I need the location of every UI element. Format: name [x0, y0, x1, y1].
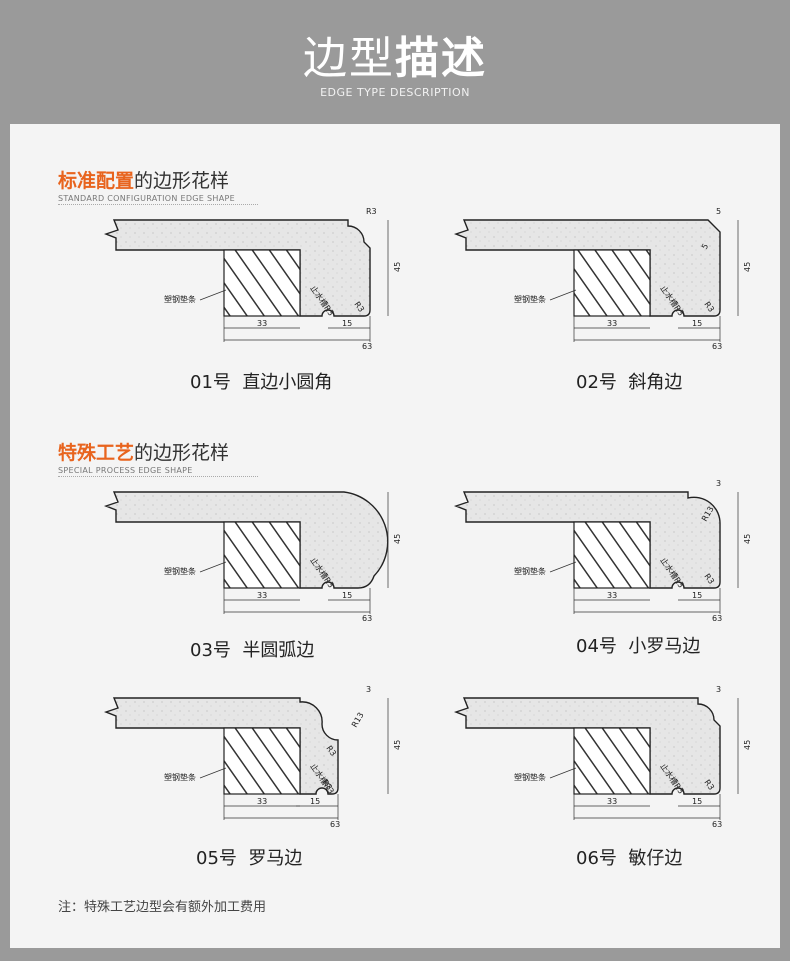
dim-33: 33 — [257, 319, 267, 328]
dim-15: 15 — [342, 319, 352, 328]
dim-45: 45 — [393, 740, 402, 750]
pad-leader — [549, 289, 577, 301]
dim-63: 63 — [330, 820, 340, 829]
pad-leader — [199, 767, 227, 779]
edge-profile-diagram: 塑钢垫条止水槽R333631545R3R3 — [103, 207, 402, 351]
pad-leader — [549, 561, 577, 573]
stone-profile — [103, 219, 371, 317]
radius-top: R3 — [366, 207, 377, 216]
radius-top: 3 — [366, 685, 371, 694]
edge-profile-diagram: 塑钢垫条止水槽R3336315453R13R3 — [453, 479, 752, 623]
stone-profile — [453, 697, 721, 795]
stone-profile — [103, 491, 389, 589]
steel-pad — [573, 521, 651, 589]
dim-45: 45 — [743, 740, 752, 750]
radius-top-b: R13 — [350, 711, 366, 729]
page-header: 边型描述 EDGE TYPE DESCRIPTION — [0, 0, 790, 122]
edge-label-03: 03号 半圆弧边 — [190, 640, 315, 661]
section-special-heading: 特殊工艺的边形花样 SPECIAL PROCESS EDGE SHAPE — [58, 438, 258, 477]
dim-15: 15 — [692, 797, 702, 806]
pad-label: 塑钢垫条 — [164, 294, 196, 304]
content-card: 标准配置的边形花样 STANDARD CONFIGURATION EDGE SH… — [10, 124, 780, 948]
footer-note: 注：特殊工艺边型会有额外加工费用 — [58, 900, 267, 915]
dim-63: 63 — [712, 614, 722, 623]
edge-profile-diagram: 塑钢垫条止水槽R3336315453R13R3R3 — [103, 685, 402, 829]
section-en: STANDARD CONFIGURATION EDGE SHAPE — [58, 194, 235, 203]
pad-leader — [199, 289, 227, 301]
dim-45: 45 — [393, 262, 402, 272]
pad-label: 塑钢垫条 — [514, 772, 546, 782]
dim-63: 63 — [362, 342, 372, 351]
dim-33: 33 — [257, 591, 267, 600]
dim-63: 63 — [362, 614, 372, 623]
section-standard-heading: 标准配置的边形花样 STANDARD CONFIGURATION EDGE SH… — [58, 166, 258, 205]
pad-label: 塑钢垫条 — [164, 566, 196, 576]
edge-label-01: 01号 直边小圆角 — [190, 372, 333, 393]
dim-63: 63 — [712, 342, 722, 351]
section-en: SPECIAL PROCESS EDGE SHAPE — [58, 466, 193, 475]
dim-15: 15 — [310, 797, 320, 806]
radius-top-b: 5 — [700, 242, 710, 251]
dim-45: 45 — [393, 534, 402, 544]
dim-33: 33 — [607, 591, 617, 600]
edge-profile-diagram: 塑钢垫条止水槽R33363154555R3 — [453, 207, 752, 351]
dim-45: 45 — [743, 262, 752, 272]
page-subtitle: EDGE TYPE DESCRIPTION — [320, 86, 470, 99]
radius-top: 3 — [716, 479, 721, 488]
steel-pad — [223, 727, 301, 795]
steel-pad — [573, 727, 651, 795]
edge-profile-diagram: 塑钢垫条止水槽R3336315453R3 — [453, 685, 752, 829]
pad-label: 塑钢垫条 — [514, 294, 546, 304]
pad-leader — [199, 561, 227, 573]
dim-15: 15 — [692, 319, 702, 328]
radius-top: 5 — [716, 207, 721, 216]
edge-label-06: 06号 敏仔边 — [576, 848, 683, 869]
section-highlight: 特殊工艺 — [58, 442, 135, 464]
dim-33: 33 — [607, 319, 617, 328]
dim-15: 15 — [692, 591, 702, 600]
edge-profile-diagram: 塑钢垫条止水槽R333631545 — [103, 491, 402, 623]
dim-45: 45 — [743, 534, 752, 544]
steel-pad — [223, 521, 301, 589]
dim-15: 15 — [342, 591, 352, 600]
divider — [58, 476, 258, 477]
dim-63: 63 — [712, 820, 722, 829]
divider — [58, 204, 258, 205]
page-title: 边型描述 — [303, 33, 487, 84]
steel-pad — [573, 249, 651, 317]
section-highlight: 标准配置 — [58, 170, 135, 192]
pad-leader — [549, 767, 577, 779]
pad-label: 塑钢垫条 — [164, 772, 196, 782]
radius-top: 3 — [716, 685, 721, 694]
stone-profile — [103, 697, 339, 795]
dim-33: 33 — [257, 797, 267, 806]
edge-label-05: 05号 罗马边 — [196, 848, 303, 869]
edge-label-04: 04号 小罗马边 — [576, 636, 701, 657]
edge-label-02: 02号 斜角边 — [576, 372, 683, 393]
dim-33: 33 — [607, 797, 617, 806]
steel-pad — [223, 249, 301, 317]
stone-profile — [453, 491, 721, 589]
pad-label: 塑钢垫条 — [514, 566, 546, 576]
